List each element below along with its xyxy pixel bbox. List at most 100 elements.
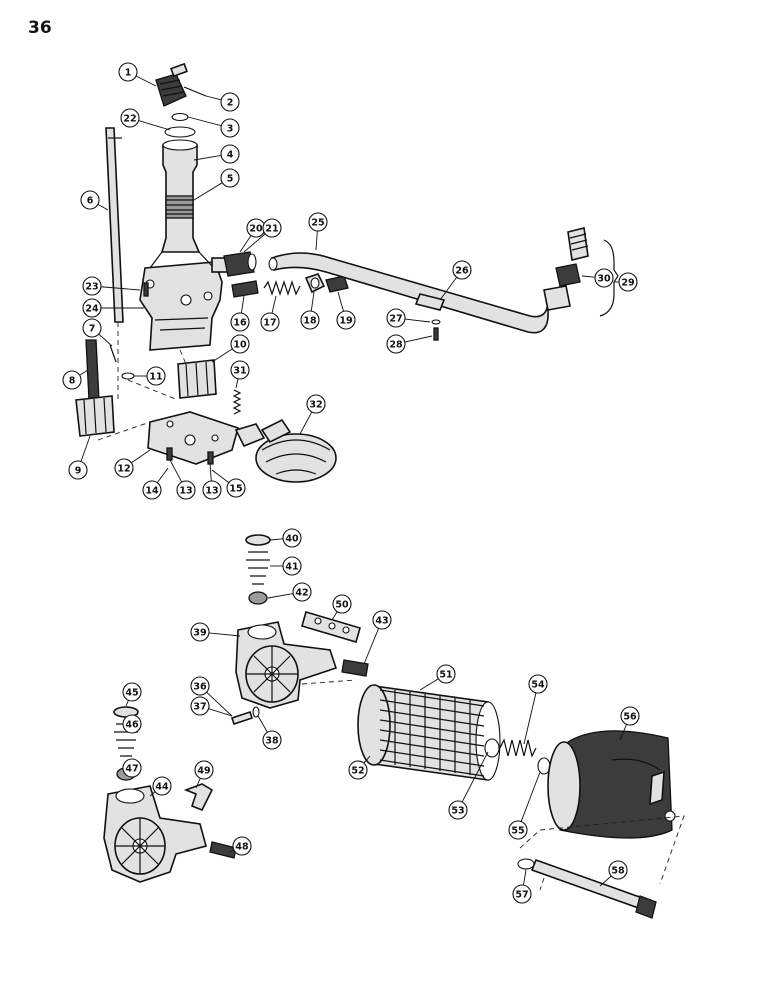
callout-circle xyxy=(436,664,456,684)
callout-circle xyxy=(220,168,240,188)
callout-leader xyxy=(193,155,222,161)
callout-leader xyxy=(257,715,268,733)
callout-leader xyxy=(523,692,537,745)
callout-circle xyxy=(292,582,312,602)
valve-cap xyxy=(245,534,271,546)
bypass-spring xyxy=(246,551,270,585)
callout-circle xyxy=(336,310,356,330)
callout-54: 54 xyxy=(523,674,548,745)
callout-number: 13 xyxy=(205,485,218,496)
callout-46: 46 xyxy=(122,714,142,734)
callout-leader xyxy=(461,751,489,803)
callout-circle xyxy=(528,674,548,694)
callout-number: 25 xyxy=(311,217,324,228)
callout-circle xyxy=(512,884,532,904)
callout-number: 44 xyxy=(155,781,169,792)
callout-circle xyxy=(260,312,280,332)
callout-30: 30 xyxy=(581,268,614,288)
callout-2: 2 xyxy=(205,92,240,112)
callout-1: 1 xyxy=(118,62,157,87)
drive-gear-lower xyxy=(177,359,217,399)
callout-leader xyxy=(299,411,313,435)
washer xyxy=(252,706,260,718)
callout-number: 28 xyxy=(389,339,403,350)
drive-gear xyxy=(155,62,188,107)
callout-leader xyxy=(363,755,371,764)
callout-number: 51 xyxy=(439,669,452,680)
callout-leader xyxy=(229,849,235,853)
gasket xyxy=(301,611,361,643)
elbow-fitting xyxy=(183,783,214,812)
callout-42: 42 xyxy=(267,582,312,602)
callout-circle xyxy=(114,458,134,478)
callout-leader xyxy=(439,276,458,301)
callout-58: 58 xyxy=(599,860,628,887)
callout-circle xyxy=(508,820,528,840)
callout-leader xyxy=(404,318,431,323)
callout-leader xyxy=(239,235,252,253)
callout-15: 15 xyxy=(211,469,246,498)
callout-leader xyxy=(599,875,612,887)
callout-8: 8 xyxy=(62,369,89,390)
callout-leader xyxy=(315,230,318,251)
callout-circle xyxy=(386,334,406,354)
callout-number: 13 xyxy=(179,485,192,496)
callout-circle xyxy=(190,696,210,716)
callout-number: 17 xyxy=(263,317,276,328)
callout-number: 48 xyxy=(235,841,249,852)
callout-circle xyxy=(608,860,628,880)
callout-circle xyxy=(122,714,142,734)
callout-leader xyxy=(125,700,129,707)
callout-number: 40 xyxy=(285,533,299,544)
callout-circle xyxy=(190,676,210,696)
callout-leader xyxy=(523,869,527,886)
callout-56: 56 xyxy=(619,706,640,741)
callout-leader xyxy=(211,348,233,363)
callout-number: 16 xyxy=(233,317,247,328)
callout-leader xyxy=(156,467,169,483)
callout-32: 32 xyxy=(299,394,326,435)
callout-leader xyxy=(331,611,338,621)
washer xyxy=(431,319,441,325)
callout-leader xyxy=(79,369,89,376)
callout-circle xyxy=(220,144,240,164)
callout-number: 30 xyxy=(597,273,611,284)
callout-29: 29 xyxy=(614,272,638,292)
callout-20: 20 xyxy=(239,218,266,253)
callout-circle xyxy=(194,760,214,780)
callout-circle xyxy=(82,298,102,318)
callout-3: 3 xyxy=(187,116,240,138)
callout-leader xyxy=(208,632,241,637)
callout-circle xyxy=(618,272,638,292)
callout-leader xyxy=(97,203,109,211)
callout-circle xyxy=(262,730,282,750)
callout-number: 50 xyxy=(335,599,349,610)
callout-leader xyxy=(235,378,239,389)
callout-leader xyxy=(363,628,380,665)
callout-number: 6 xyxy=(87,195,94,206)
callout-number: 1 xyxy=(125,67,132,78)
callout-13: 13 xyxy=(169,459,196,500)
callout-circle xyxy=(306,394,326,414)
group-bracket xyxy=(599,239,619,317)
callout-circle xyxy=(282,528,302,548)
callout-leader xyxy=(208,708,233,717)
callout-leader xyxy=(404,335,433,343)
callout-leader xyxy=(131,449,151,464)
callout-number: 29 xyxy=(621,277,634,288)
callout-circle xyxy=(594,268,614,288)
callout-55: 55 xyxy=(508,771,541,840)
oil-filter-assembly xyxy=(103,534,685,919)
callout-leader xyxy=(138,120,171,131)
callout-circle xyxy=(230,334,250,354)
callout-number: 4 xyxy=(227,149,234,160)
callout-40: 40 xyxy=(269,528,302,548)
washer xyxy=(121,372,135,380)
callout-leader xyxy=(98,333,113,347)
callout-number: 24 xyxy=(85,303,99,314)
callout-57: 57 xyxy=(512,869,532,904)
callout-13: 13 xyxy=(202,463,222,500)
callout-circle xyxy=(386,308,406,328)
callout-45: 45 xyxy=(122,682,142,707)
